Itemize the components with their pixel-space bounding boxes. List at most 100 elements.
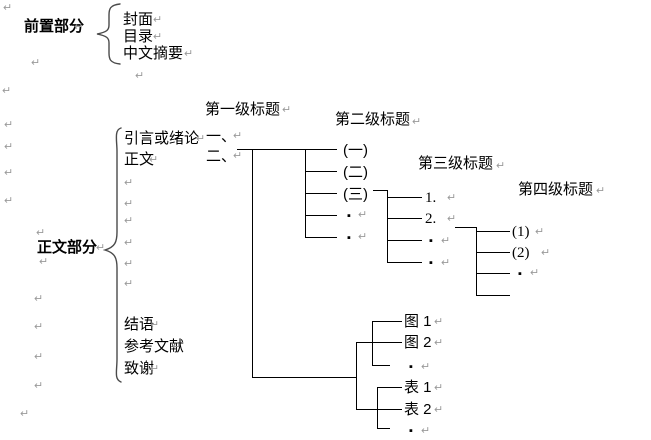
tree-hline xyxy=(377,428,390,429)
tree-hline xyxy=(377,387,402,388)
body-section-label: 正文部分 xyxy=(37,239,98,256)
outline-l2-item: (一) xyxy=(343,142,368,159)
tree-hline xyxy=(305,193,337,194)
paragraph-mark: ↵ xyxy=(535,226,545,238)
bullet: ▪ xyxy=(409,361,413,373)
tree-hline xyxy=(476,295,510,296)
outline-l1-item: 一、 xyxy=(206,128,237,145)
front-item-cover: 封面 xyxy=(123,11,154,28)
tree-hline xyxy=(476,273,510,274)
paragraph-mark: ↵ xyxy=(172,341,182,353)
heading-level3: 第三级标题 xyxy=(418,155,494,172)
paragraph-mark: ↵ xyxy=(124,215,134,227)
outline-l3-item: 1. xyxy=(425,190,437,206)
front-item-abstract: 中文摘要 xyxy=(123,45,184,62)
tree-hline xyxy=(476,231,510,232)
paragraph-mark: ↵ xyxy=(124,177,134,189)
figure-item: 图 2 xyxy=(404,334,432,351)
bullet: ▪ xyxy=(429,235,433,247)
tree-hline xyxy=(252,377,356,378)
paragraph-mark: ↵ xyxy=(4,195,14,207)
paragraph-mark: ↵ xyxy=(124,198,134,210)
paragraph-mark: ↵ xyxy=(447,192,457,204)
table-item: 表 2 xyxy=(404,401,432,418)
paragraph-mark: ↵ xyxy=(358,209,368,221)
tree-hline xyxy=(356,342,402,343)
paragraph-mark: ↵ xyxy=(4,141,14,153)
paragraph-mark: ↵ xyxy=(447,213,457,225)
tree-hline xyxy=(356,409,402,410)
front-item-toc: 目录 xyxy=(123,28,154,45)
outline-l1-item: 二、 xyxy=(206,148,237,165)
bullet: ▪ xyxy=(518,268,522,280)
outline-l2-item: (二) xyxy=(343,164,368,181)
paragraph-mark: ↵ xyxy=(496,160,506,172)
tree-vline xyxy=(252,149,253,377)
paragraph-mark: ↵ xyxy=(153,31,163,43)
body-item-maintext: 正文 xyxy=(124,151,155,168)
paragraph-mark: ↵ xyxy=(4,167,14,179)
body-item-closing: 结语 xyxy=(124,316,155,333)
tree-hline xyxy=(387,218,422,219)
paragraph-mark: ↵ xyxy=(421,361,431,373)
front-section-label: 前置部分 xyxy=(24,18,85,35)
paragraph-mark: ↵ xyxy=(34,351,44,363)
tree-vline xyxy=(476,227,477,295)
body-item-references: 参考文献 xyxy=(124,338,185,355)
tree-hline xyxy=(372,365,390,366)
body-brace-icon xyxy=(103,127,122,383)
outline-l4-item: (1) xyxy=(512,224,530,240)
outline-l4-item: (2) xyxy=(512,245,530,261)
paragraph-mark: ↵ xyxy=(441,257,451,269)
heading-level2: 第二级标题 xyxy=(335,111,411,128)
figure-item: 图 1 xyxy=(404,313,432,330)
paragraph-mark: ↵ xyxy=(96,242,106,254)
paragraph-mark: ↵ xyxy=(2,85,12,97)
tree-hline xyxy=(387,262,422,263)
paragraph-mark: ↵ xyxy=(124,278,134,290)
paragraph-mark: ↵ xyxy=(434,382,444,394)
paragraph-mark: ↵ xyxy=(541,247,551,259)
outline-l2-item: (三) xyxy=(343,186,368,203)
paragraph-mark: ↵ xyxy=(124,237,134,249)
paragraph-mark: ↵ xyxy=(34,293,44,305)
paragraph-mark: ↵ xyxy=(196,133,206,145)
paragraph-mark: ↵ xyxy=(596,185,606,197)
tree-hline xyxy=(237,149,337,150)
tree-hline xyxy=(305,215,337,216)
tree-hline xyxy=(373,190,387,191)
tree-hline xyxy=(305,237,337,238)
paragraph-mark: ↵ xyxy=(31,57,41,69)
paragraph-mark: ↵ xyxy=(74,21,84,33)
paragraph-mark: ↵ xyxy=(39,256,49,268)
paragraph-mark: ↵ xyxy=(149,154,159,166)
paragraph-mark: ↵ xyxy=(434,337,444,349)
tree-hline xyxy=(387,240,422,241)
paragraph-mark: ↵ xyxy=(184,48,194,60)
tree-vline xyxy=(387,190,388,262)
bullet: ▪ xyxy=(409,425,413,437)
paragraph-mark: ↵ xyxy=(3,2,13,14)
bullet: ▪ xyxy=(347,210,351,222)
tree-hline xyxy=(305,171,337,172)
paragraph-mark: ↵ xyxy=(150,319,160,331)
paragraph-mark: ↵ xyxy=(150,363,160,375)
paragraph-mark: ↵ xyxy=(412,116,422,128)
tree-hline xyxy=(387,197,422,198)
outline-l3-item: 2. xyxy=(425,211,437,227)
bullet: ▪ xyxy=(429,257,433,269)
tree-vline xyxy=(356,342,357,409)
tree-hline xyxy=(476,252,510,253)
tree-vline xyxy=(372,321,373,365)
paragraph-mark: ↵ xyxy=(36,227,46,239)
paragraph-mark: ↵ xyxy=(124,258,134,270)
tree-vline xyxy=(377,387,378,428)
paragraph-mark: ↵ xyxy=(434,404,444,416)
paragraph-mark: ↵ xyxy=(34,321,44,333)
tree-hline xyxy=(455,227,476,228)
bullet: ▪ xyxy=(347,232,351,244)
front-brace-icon xyxy=(96,3,121,65)
body-item-intro: 引言或绪论 xyxy=(124,130,200,147)
heading-level4: 第四级标题 xyxy=(518,181,594,198)
